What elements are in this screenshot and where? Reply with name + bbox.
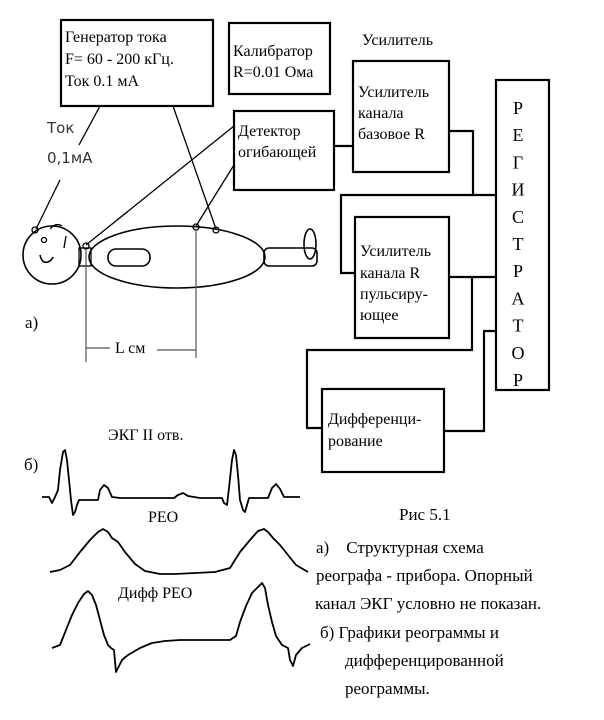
caption-line-4: б) Графики реограммы и <box>320 623 499 642</box>
registrator-letter: Т <box>513 234 524 254</box>
generator-box <box>59 18 215 108</box>
registrator-letter: Е <box>513 125 524 145</box>
calibrator-line-2: R=0.01 Ома <box>233 64 313 81</box>
eye <box>40 236 48 244</box>
ear <box>63 235 67 249</box>
wire-amp-base-to-registrator <box>449 129 496 197</box>
ecg-trace <box>42 449 300 516</box>
registrator-letter: С <box>512 207 524 227</box>
amp-pulse-box <box>353 215 451 340</box>
lead-generator-to-head <box>35 179 61 230</box>
registrator-letter: Г <box>513 152 523 172</box>
registrator-letter: О <box>512 343 525 363</box>
generator-block: Генератор тока F= 60 - 200 кГц. Ток 0.1 … <box>59 18 215 108</box>
amp-pulse-line-2: канала R <box>360 265 421 282</box>
generator-line-1: Генератор тока <box>65 29 167 46</box>
panel-a-label: а) <box>25 313 38 332</box>
amp-base-line-3: базовое R <box>358 126 425 143</box>
smile <box>39 254 54 264</box>
foot <box>303 228 317 260</box>
generator-line-2: F= 60 - 200 кГц. <box>65 51 174 68</box>
registrator-letter: Р <box>513 370 523 390</box>
panel-b-label: б) <box>24 455 38 474</box>
differentiator-block: Дифференци- рование <box>320 387 446 474</box>
electrode-leads <box>35 105 235 246</box>
calibrator-block: Калибратор R=0.01 Ома <box>227 21 332 96</box>
caption-line-3: канал ЭКГ условно не показан. <box>315 594 541 613</box>
generator-line-3: Ток 0.1 мА <box>65 73 139 90</box>
differentiator-line-1: Дифференци- <box>328 411 421 428</box>
torso <box>88 225 266 289</box>
lead-generator-to-body <box>172 105 217 230</box>
diff-reo-label: Дифф РЕО <box>118 585 192 602</box>
caption-line-6: реограммы. <box>345 679 430 698</box>
registrator-box <box>494 78 551 392</box>
lead-detector-to-neck <box>85 125 235 246</box>
wire-amp-pulse-to-differentiator <box>305 277 474 430</box>
calibrator-line-1: Калибратор <box>233 43 313 60</box>
caption-line-2: реографа - прибора. Опорный <box>316 566 533 585</box>
amp-base-box <box>351 59 451 174</box>
amp-base-block: Усилитель канала базовое R <box>351 59 451 174</box>
lead-detector-to-body <box>195 164 235 227</box>
caption-line-5: дифференцированной <box>345 651 504 670</box>
registrator-letter: Р <box>513 261 523 281</box>
wire-to-amp-pulse <box>339 193 473 275</box>
lead-generator-upper <box>78 105 101 146</box>
figure-caption: Рис 5.1 а) Структурная схема реографа - … <box>315 505 541 698</box>
diff-reo-trace <box>51 582 311 673</box>
amp-pulse-line-1: Усилитель <box>360 243 431 260</box>
hair <box>49 223 63 230</box>
current-label-line-2: 0,1мА <box>47 149 93 167</box>
differentiator-box <box>320 387 446 474</box>
amp-base-line-1: Усилитель <box>358 84 429 101</box>
registrator-letter: И <box>512 180 525 200</box>
differentiator-line-2: рование <box>328 433 383 450</box>
length-label: L см <box>115 340 145 357</box>
length-dimension: L см <box>85 229 197 362</box>
neck <box>78 247 92 267</box>
detector-line-2: огибающей <box>238 144 317 161</box>
legs <box>263 247 318 267</box>
caption-figure-number: Рис 5.1 <box>399 505 451 524</box>
amp-pulse-block: Усилитель канала R пульсиру- ющее <box>353 215 451 340</box>
current-label-line-1: Ток <box>46 119 74 137</box>
block-wiring <box>305 129 496 433</box>
amplifier-header: Усилитель <box>362 32 433 49</box>
reo-label: РЕО <box>148 509 178 526</box>
registrator-letter: Т <box>513 316 524 336</box>
reo-trace <box>49 528 309 575</box>
head <box>22 225 82 285</box>
amp-pulse-line-3: пульсиру- <box>360 286 428 303</box>
amp-pulse-line-4: ющее <box>360 307 398 324</box>
ecg-label: ЭКГ II отв. <box>108 427 183 444</box>
patient-figure <box>22 223 318 289</box>
caption-line-1: а) Структурная схема <box>316 538 484 557</box>
electrode-body-2 <box>212 226 220 234</box>
calibrator-box <box>227 21 332 96</box>
detector-line-1: Детектор <box>238 123 301 140</box>
electrode-head <box>31 226 39 234</box>
registrator-letter: А <box>512 288 525 308</box>
wire-differentiator-to-registrator <box>444 329 496 433</box>
detector-box <box>232 109 336 192</box>
detector-block: Детектор огибающей <box>232 109 336 192</box>
registrator-letter: Р <box>513 98 523 118</box>
amp-base-line-2: канала <box>358 105 404 122</box>
arm <box>107 248 151 267</box>
